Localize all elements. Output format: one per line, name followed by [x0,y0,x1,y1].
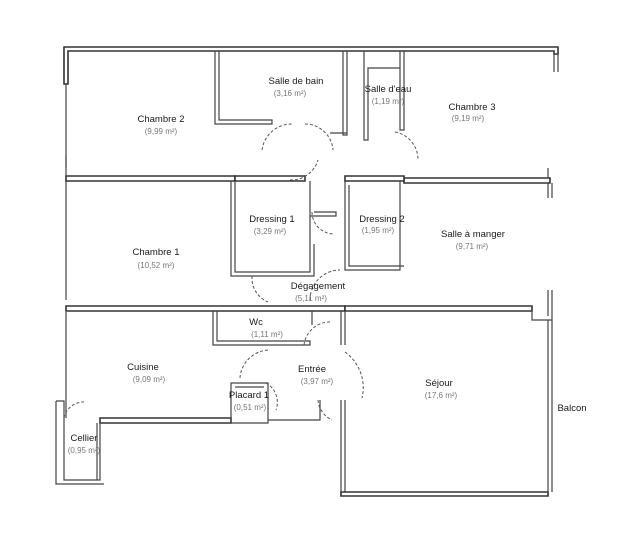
door-sde [394,131,419,161]
label-sdb-area: (3,16 m²) [274,89,307,98]
wall-chambre1-cuisine [65,305,346,312]
door-degagement-sam [309,269,341,301]
label-sde-name: Salle d'eau [365,84,412,95]
label-cellier-area: (0,95 m²) [68,446,101,455]
wall-top-right-return [553,54,559,72]
label-dressing2-area: (1,95 m²) [362,226,395,235]
label-dressing2-name: Dressing 2 [359,214,404,225]
label-wc-area: (1,11 m²) [251,330,283,339]
door-sdb [304,123,334,151]
wall-entree-bottom [268,400,321,421]
door-entree [317,399,333,421]
wall-dressing1-inner [310,211,337,217]
wall-placard1 [230,382,269,424]
wall-sam-sejour [344,305,533,312]
label-cuisine-area: (9,09 m²) [133,375,166,384]
label-sejour-area: (17,6 m²) [425,391,458,400]
door-cellier [63,401,85,419]
wall-balcony-column [531,290,553,321]
wall-sejour-left [340,311,346,496]
label-entree-name: Entrée [298,364,326,375]
label-dressing1-name: Dressing 1 [249,214,294,225]
label-cellier-name: Cellier [71,433,98,444]
label-chambre2-name: Chambre 2 [138,114,185,125]
door-dressing1 [311,211,335,235]
wall-hall-top [234,175,306,182]
wall-wc [212,311,311,346]
door-chambre2 [261,123,293,151]
label-degagement-area: (5,11 m²) [295,294,327,303]
label-chambre3-area: (9,19 m²) [452,114,485,123]
door-cuisine [239,349,271,379]
label-placard1-area: (0,51 m²) [234,403,267,412]
label-chambre2-area: (9,99 m²) [145,127,178,136]
doors [63,123,419,421]
room-labels: Chambre 2 (9,99 m²) Salle de bain (3,16 … [68,76,587,455]
label-sdb-name: Salle de bain [269,76,324,87]
label-sam-area: (9,71 m²) [456,242,489,251]
wall-dressing1 [230,181,315,277]
label-degagement-name: Dégagement [291,281,346,292]
label-sejour-name: Séjour [425,378,452,389]
label-dressing1-area: (3,29 m²) [254,227,287,236]
label-cuisine-name: Cuisine [127,362,159,373]
label-sam-name: Salle à manger [441,229,505,240]
label-entree-area: (3,97 m²) [301,377,334,386]
label-wc-name: Wc [249,317,263,328]
door-sejour [344,351,364,399]
wall-sejour-right [547,320,553,492]
label-chambre1-name: Chambre 1 [133,247,180,258]
label-sde-area: (1,19 m²) [372,97,405,106]
wall-sdb-left [214,51,273,125]
door-chambre1 [251,275,269,303]
wall-chambre3-sam [403,177,551,184]
wall-dressing2 [344,181,404,271]
wall-sdb-right [342,51,348,136]
wall-top [63,46,559,85]
walls [55,46,559,497]
wall-cellier [55,400,104,485]
label-chambre1-area: (10,52 m²) [138,261,175,270]
wall-sde-left [363,51,400,141]
door-placard [265,382,278,411]
wall-sejour-bottom [340,491,549,497]
wall-sam-right [547,183,553,198]
wall-chambre2-chambre1 [65,175,236,182]
wall-sde-right [399,51,405,131]
label-placard1-name: Placard 1 [229,390,269,401]
label-balcon-name: Balcon [557,403,586,414]
label-chambre3-name: Chambre 3 [449,102,496,113]
wall-hall-top-right [344,175,405,182]
wall-cuisine-bottom [99,417,232,424]
